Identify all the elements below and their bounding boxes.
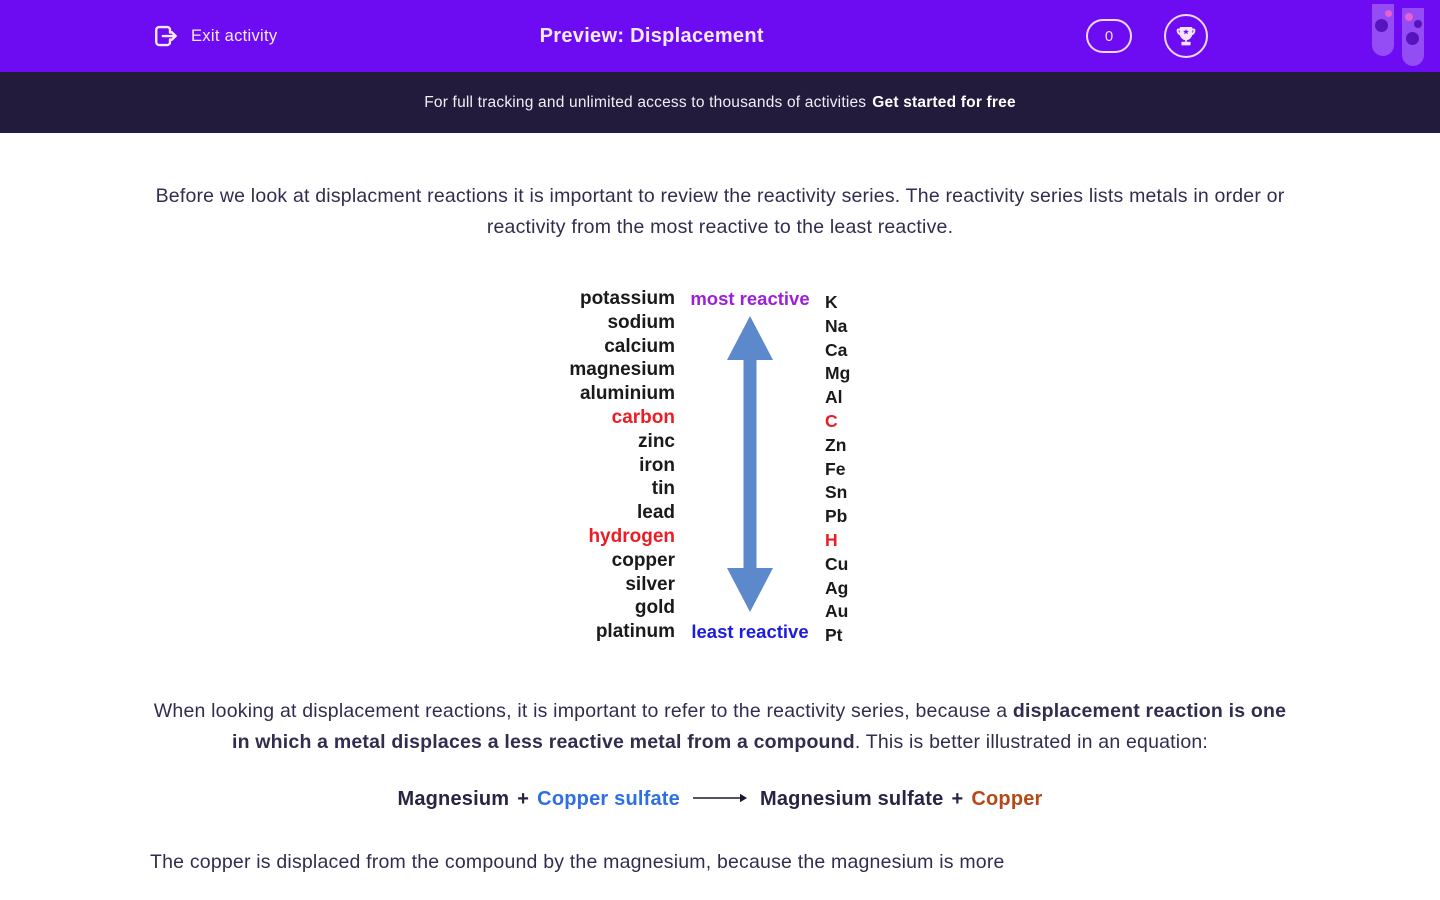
- series-metal-name: magnesium: [569, 359, 675, 381]
- outro-paragraph: The copper is displaced from the compoun…: [150, 851, 1005, 874]
- equation-reactant-metal: Magnesium: [397, 787, 510, 810]
- series-metal-name: potassium: [579, 288, 675, 309]
- most-reactive-label: most reactive: [690, 288, 810, 309]
- test-tubes-decoration: [1372, 4, 1424, 66]
- series-metal-name: aluminium: [579, 383, 675, 405]
- plus-sign: +: [951, 787, 964, 810]
- page-title: Preview: Displacement: [539, 24, 764, 47]
- upsell-banner: For full tracking and unlimited access t…: [0, 72, 1440, 133]
- exit-activity-button[interactable]: Exit activity: [150, 21, 277, 51]
- series-metal-symbol: Cu: [825, 553, 849, 574]
- equation-reactant-compound: Copper sulfate: [537, 787, 680, 810]
- series-metal-symbol: Au: [825, 601, 849, 622]
- series-metal-symbol: Ag: [825, 577, 849, 598]
- series-metal-name: platinum: [595, 621, 675, 643]
- test-tube-icon: [1372, 4, 1394, 56]
- series-metal-symbol: Al: [825, 387, 843, 408]
- series-metal-name: lead: [636, 502, 675, 524]
- series-metal-symbol: H: [825, 529, 838, 550]
- get-started-link[interactable]: Get started for free: [872, 93, 1016, 111]
- explanation-paragraph: When looking at displacement reactions, …: [150, 696, 1290, 758]
- series-metal-name: hydrogen: [588, 525, 675, 547]
- series-metal-symbol: Pt: [825, 625, 843, 646]
- series-metal-symbol: C: [825, 410, 838, 431]
- series-metal-name: calcium: [604, 335, 675, 357]
- series-metal-symbol: Zn: [825, 434, 847, 455]
- series-metal-symbol: Sn: [825, 482, 848, 503]
- series-metal-name: silver: [625, 573, 675, 595]
- plus-sign: +: [517, 787, 530, 810]
- explanation-bold: displacement reaction is one in which a …: [231, 699, 1287, 753]
- equation-product-metal: Copper: [971, 787, 1043, 810]
- intro-paragraph: Before we look at displacment reactions …: [155, 185, 1285, 238]
- series-arrow-column: most reactive least reactive: [686, 287, 814, 644]
- test-tube-icon: [1402, 8, 1424, 66]
- displacement-equation: Magnesium + Copper sulfate Magnesium sulfat…: [150, 788, 1290, 811]
- series-metal-name: carbon: [611, 406, 675, 428]
- exit-icon: [150, 21, 180, 51]
- series-metal-name: iron: [639, 454, 675, 476]
- score-badge[interactable]: 0: [1086, 19, 1132, 53]
- series-metal-name: gold: [634, 597, 675, 619]
- series-metal-name: sodium: [607, 311, 675, 333]
- arrow-up-head: [727, 316, 773, 360]
- series-metal-symbol: K: [825, 292, 838, 312]
- series-metal-symbol: Ca: [825, 339, 848, 360]
- exit-activity-label: Exit activity: [191, 26, 278, 45]
- series-metal-name: zinc: [638, 430, 675, 452]
- equation-product-compound: Magnesium sulfate: [760, 787, 944, 810]
- series-metal-name: copper: [611, 549, 675, 571]
- trophy-button[interactable]: [1164, 14, 1208, 58]
- reaction-arrow-icon: [692, 788, 748, 810]
- series-metal-name: tin: [651, 478, 675, 500]
- activity-content: Before we look at displacment reactions …: [0, 133, 1440, 878]
- series-metal-symbol: Fe: [825, 458, 846, 479]
- explanation-pre: When looking at displacement reactions, …: [153, 699, 1008, 722]
- arrow-down-head: [727, 568, 773, 612]
- banner-text: For full tracking and unlimited access t…: [424, 93, 867, 111]
- explanation-post: . This is better illustrated in an equat…: [854, 730, 1209, 753]
- reactivity-arrow: [743, 357, 757, 570]
- least-reactive-label: least reactive: [691, 621, 809, 643]
- series-metal-symbol: Na: [825, 315, 848, 336]
- trophy-icon: [1173, 23, 1199, 49]
- series-metal-symbol: Pb: [825, 506, 848, 527]
- score-value: 0: [1104, 27, 1114, 45]
- series-metal-symbol: Mg: [825, 363, 851, 384]
- app-header: Exit activity Preview: Displacement 0: [0, 0, 1440, 72]
